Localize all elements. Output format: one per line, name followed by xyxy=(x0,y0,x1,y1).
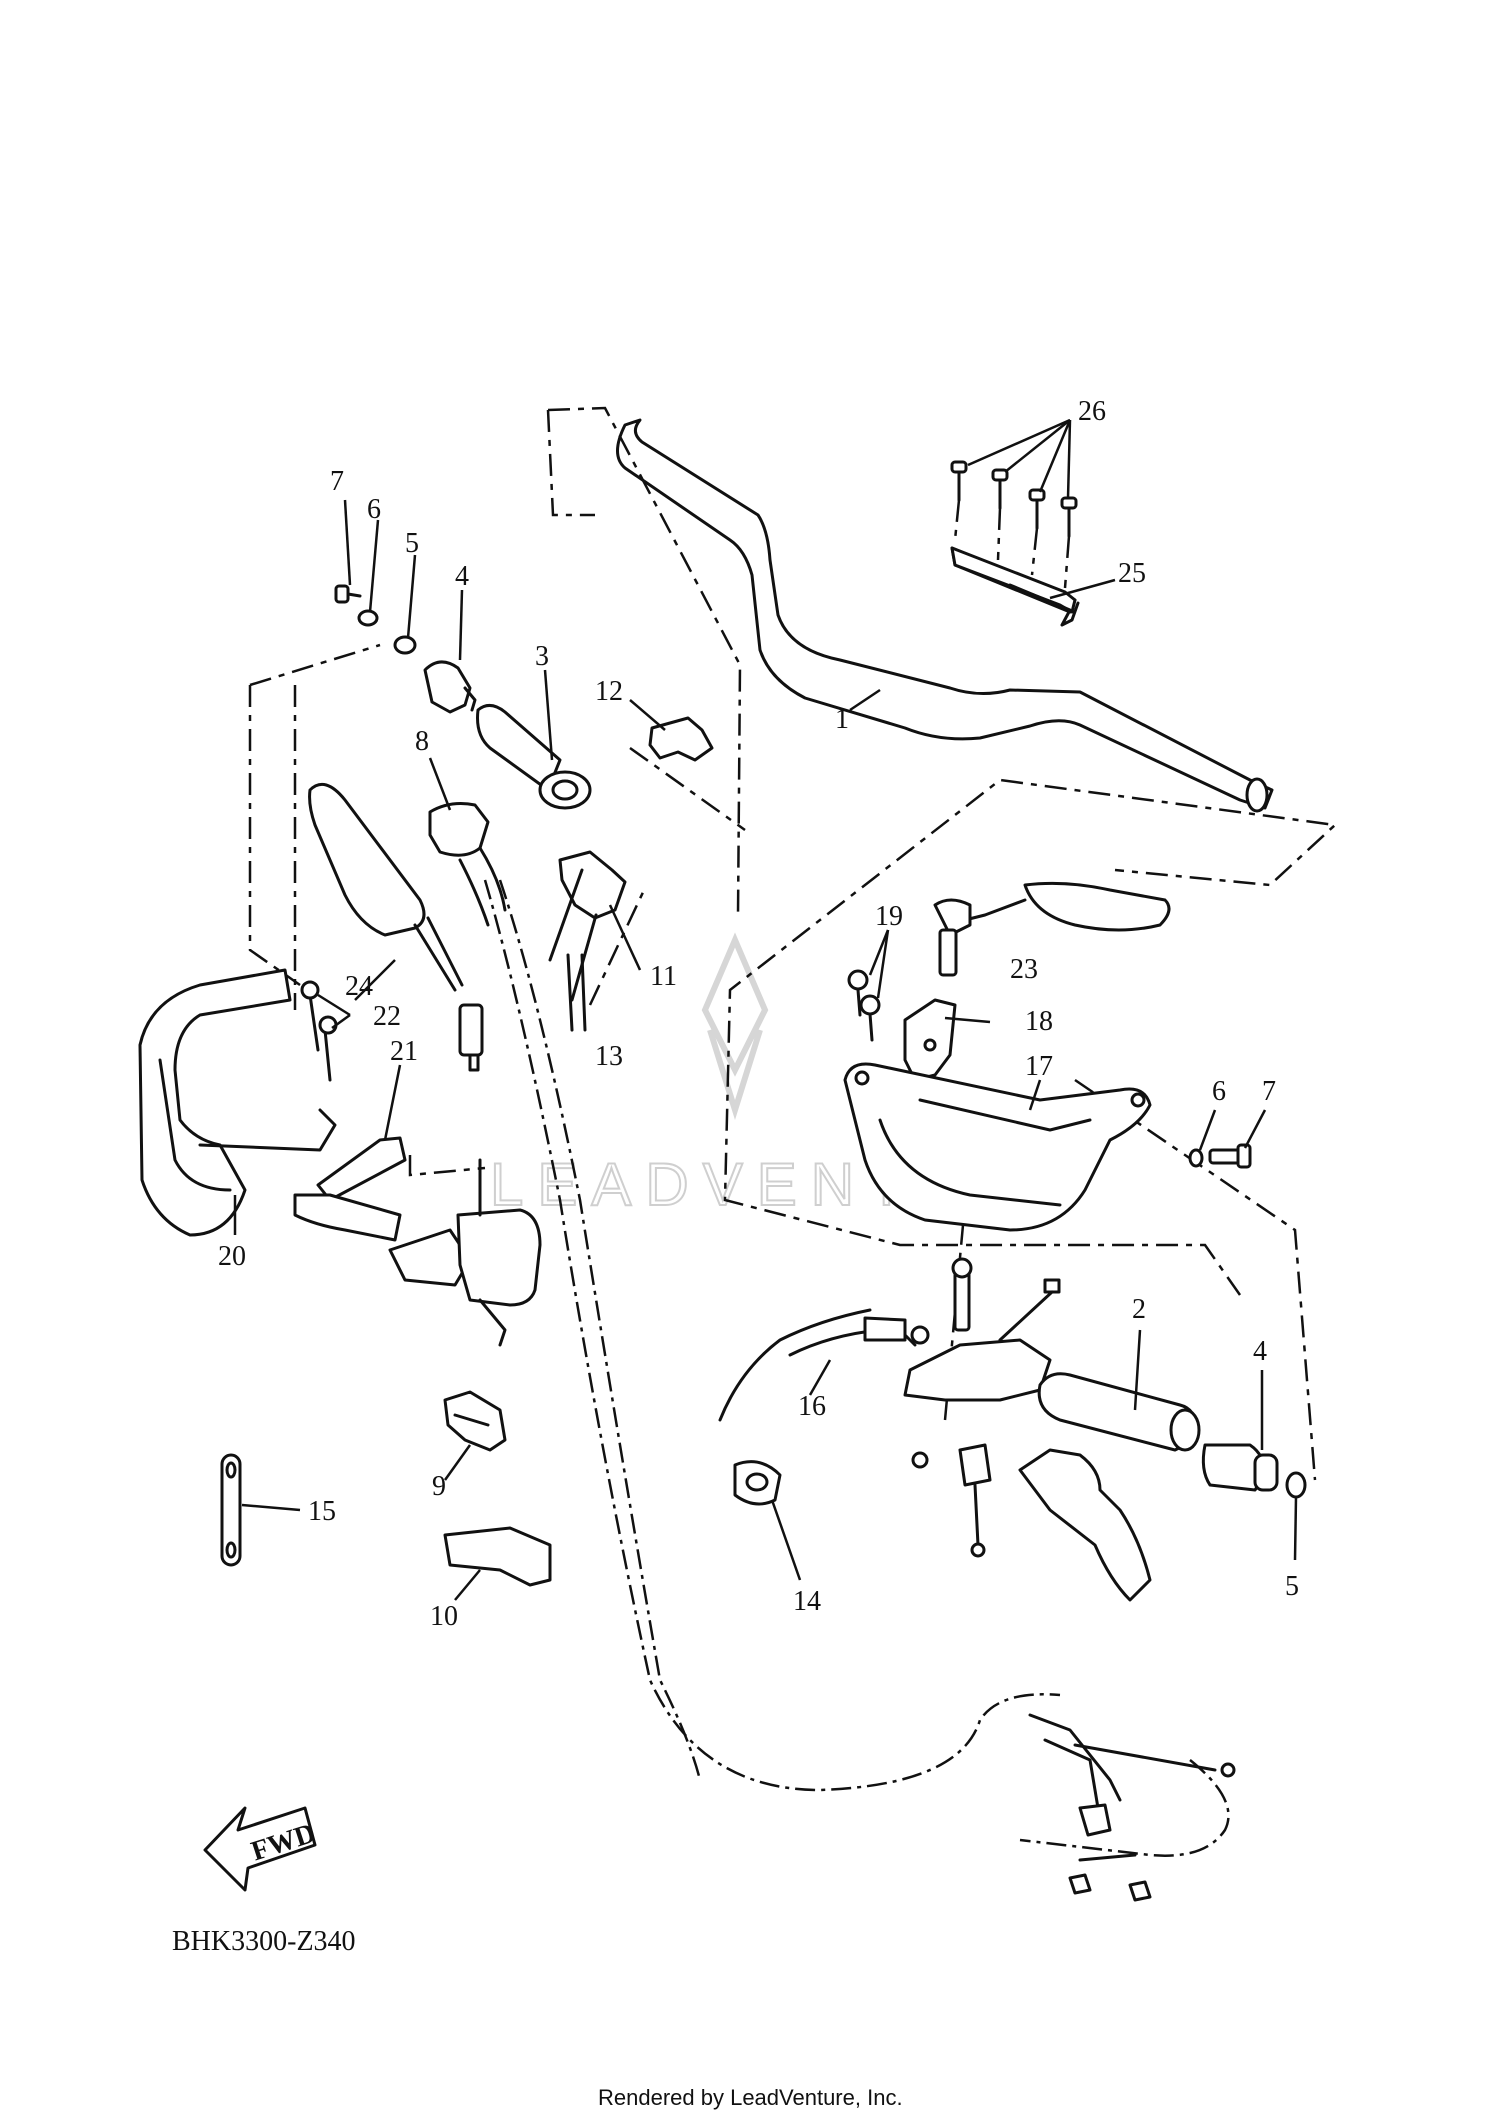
right-switch-parts xyxy=(847,969,957,1082)
right-mirror xyxy=(933,881,1171,977)
left-hand-guard xyxy=(138,968,407,1237)
callout-19: 19 xyxy=(875,901,903,932)
callout-11: 11 xyxy=(650,961,677,992)
left-small-clips xyxy=(220,1390,552,1587)
callout-1: 1 xyxy=(835,704,849,735)
callout-4-right: 4 xyxy=(1253,1336,1267,1367)
part-handlebar xyxy=(616,418,1274,813)
right-throttle-assembly xyxy=(868,1257,1307,1602)
bolts-26 xyxy=(950,460,1078,589)
callout-21: 21 xyxy=(390,1036,418,1067)
callout-8: 8 xyxy=(415,726,429,757)
callout-9: 9 xyxy=(432,1471,446,1502)
callout-14: 14 xyxy=(793,1586,821,1617)
left-master-cylinder xyxy=(293,1158,542,1347)
callout-3: 3 xyxy=(535,641,549,672)
callout-7-right: 7 xyxy=(1262,1076,1276,1107)
callout-5-left: 5 xyxy=(405,528,419,559)
callout-24: 24 xyxy=(345,971,373,1002)
diagram-code: BHK3300-Z340 xyxy=(172,1926,356,1957)
callout-5-right: 5 xyxy=(1285,1571,1299,1602)
leader-lines xyxy=(233,418,1298,1601)
part-bracket xyxy=(950,546,1080,627)
right-hardware xyxy=(1188,1143,1252,1169)
callout-25: 25 xyxy=(1118,558,1146,589)
right-cable-clamp xyxy=(718,1308,930,1506)
callout-17: 17 xyxy=(1025,1051,1053,1082)
clamp-parts xyxy=(548,716,714,1032)
callout-20: 20 xyxy=(218,1241,246,1272)
callout-2: 2 xyxy=(1132,1294,1146,1325)
callouts: 1 2 3 4 4 5 5 6 6 7 7 8 9 10 11 12 13 14… xyxy=(218,396,1299,1632)
callout-10: 10 xyxy=(430,1601,458,1632)
render-credit: Rendered by LeadVenture, Inc. xyxy=(598,2085,903,2110)
callout-7-left: 7 xyxy=(330,466,344,497)
throttle-cable xyxy=(483,879,1236,1902)
callout-22: 22 xyxy=(373,1001,401,1032)
callout-26: 26 xyxy=(1078,396,1106,427)
callout-18: 18 xyxy=(1025,1006,1053,1037)
left-hardware xyxy=(334,584,592,810)
callout-15: 15 xyxy=(308,1496,336,1527)
right-hand-guard xyxy=(843,1062,1152,1232)
callout-13: 13 xyxy=(595,1041,623,1072)
callout-12: 12 xyxy=(595,676,623,707)
callout-16: 16 xyxy=(798,1391,826,1422)
callout-6-right: 6 xyxy=(1212,1076,1226,1107)
callout-6-left: 6 xyxy=(367,494,381,525)
fwd-arrow: FWD xyxy=(203,1806,319,1892)
callout-23: 23 xyxy=(1010,954,1038,985)
callout-4-left: 4 xyxy=(455,561,469,592)
left-switch-mirror xyxy=(308,782,507,1072)
